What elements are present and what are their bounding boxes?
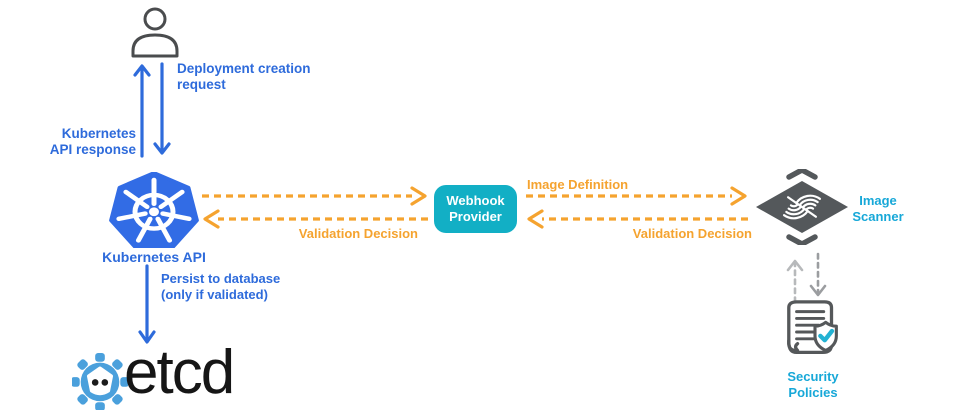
api-response-arrowhead bbox=[133, 64, 151, 77]
etcd-gear-face-icon bbox=[72, 353, 128, 410]
api-response-and-request-arrows bbox=[133, 62, 171, 158]
up-arrowhead bbox=[786, 259, 804, 272]
persist-arrow bbox=[138, 264, 156, 344]
etcd-eye-left bbox=[91, 379, 99, 386]
validation-decision-right-arrowhead bbox=[527, 209, 544, 229]
document-text-lines bbox=[795, 310, 826, 341]
deployment-request-arrowhead bbox=[153, 142, 171, 155]
image-definition-arrowhead bbox=[730, 186, 747, 206]
image-scanner-label: Image Scanner bbox=[852, 193, 904, 224]
validation-decision-right-label: Validation Decision bbox=[632, 226, 752, 241]
scanner-policies-arrows bbox=[786, 252, 827, 304]
etcd-eye-right bbox=[101, 379, 109, 386]
gear-teeth bbox=[72, 353, 128, 410]
fingerprint-pattern bbox=[782, 194, 822, 220]
etcd-face bbox=[86, 366, 114, 396]
check-icon bbox=[818, 328, 835, 343]
k8s-webhook-arrows bbox=[202, 186, 428, 229]
scan-fingerprint-diamond-icon bbox=[756, 169, 848, 245]
scan-chevron-up bbox=[786, 169, 818, 180]
kubernetes-api-label: Kubernetes API bbox=[102, 249, 206, 265]
security-policies-label: Security Policies bbox=[787, 369, 839, 400]
validation-decision-left-label: Validation Decision bbox=[298, 226, 418, 241]
down-arrowhead bbox=[809, 284, 827, 297]
deployment-request-label: Deployment creation request bbox=[177, 61, 311, 92]
image-definition-label: Image Definition bbox=[527, 177, 629, 192]
validation-decision-left-arrowhead bbox=[203, 209, 220, 229]
webhook-provider-box: Webhook Provider bbox=[434, 185, 517, 233]
webhook-scanner-arrows bbox=[526, 186, 748, 229]
etcd-wordmark: etcd bbox=[124, 338, 235, 407]
kubernetes-wheel-icon bbox=[109, 172, 199, 248]
api-response-label: Kubernetes API response bbox=[49, 126, 136, 157]
scan-chevron-down bbox=[786, 234, 818, 245]
persist-label: Persist to database (only if validated) bbox=[161, 271, 281, 302]
request-to-webhook-arrowhead bbox=[410, 186, 427, 206]
document-shield-check-icon bbox=[787, 300, 838, 355]
person-icon bbox=[131, 7, 179, 58]
webhook-provider-label: Webhook Provider bbox=[446, 193, 505, 224]
